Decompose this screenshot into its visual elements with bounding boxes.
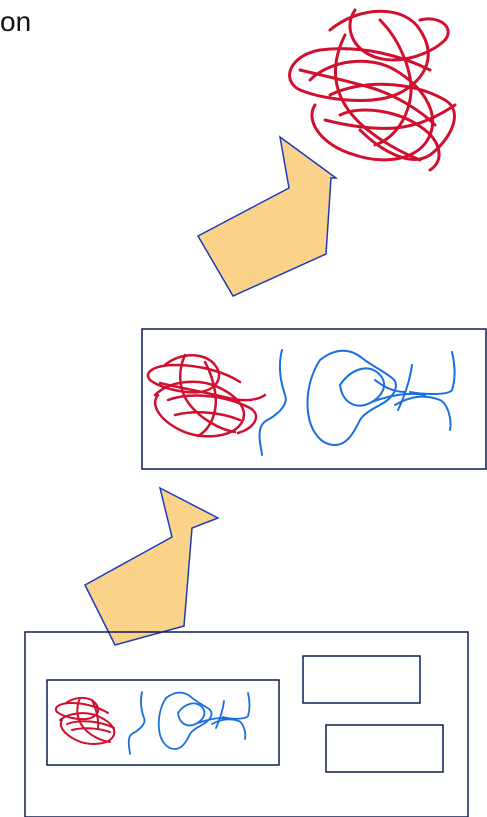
arrow-down-left-2 [84,486,220,646]
red-scribble-medium [146,353,267,438]
bottom-right-box-bottom [325,724,444,773]
arrow-down-left-1 [196,135,339,297]
red-scribble-large [288,8,457,172]
bottom-inner-frame [46,679,280,766]
bottom-right-box-top [302,655,421,704]
middle-frame [141,328,487,470]
bottom-frame [24,631,469,817]
red-scribble-small [54,696,116,745]
caption-text: on [0,6,32,37]
blue-scribble-small [127,691,251,755]
blue-scribble-medium [258,349,456,456]
